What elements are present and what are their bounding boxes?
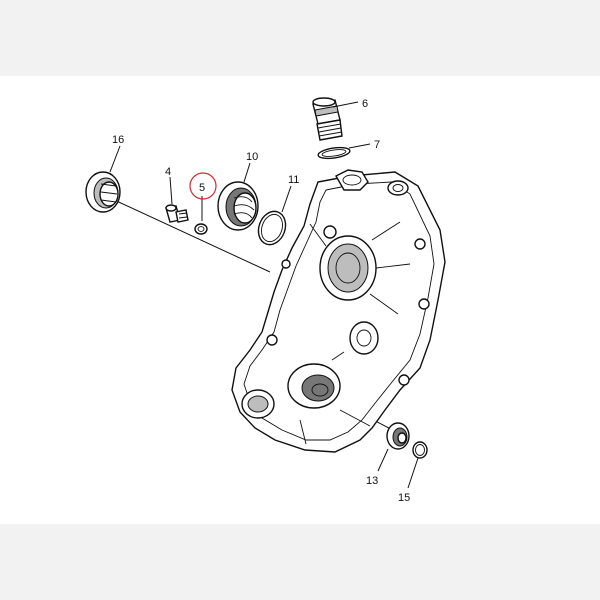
part-6-filler-cap bbox=[312, 97, 343, 141]
callout-16: 16 bbox=[112, 134, 124, 146]
leader-11 bbox=[281, 185, 292, 213]
leader-7 bbox=[348, 143, 371, 149]
part-5-washer bbox=[194, 223, 208, 235]
leader-13 bbox=[377, 448, 389, 472]
callout-15: 15 bbox=[398, 492, 410, 504]
callout-5: 5 bbox=[199, 182, 205, 194]
part-11-o-ring bbox=[257, 210, 287, 246]
crankcase-cover bbox=[231, 169, 446, 453]
part-16-cap bbox=[85, 171, 121, 213]
callout-7: 7 bbox=[374, 139, 380, 151]
leader-16 bbox=[109, 145, 121, 173]
part-13-bearing bbox=[386, 422, 410, 450]
part-10-housing bbox=[217, 181, 259, 231]
leader-4 bbox=[169, 176, 173, 205]
part-4-bolt bbox=[165, 204, 189, 223]
leader-15 bbox=[407, 457, 419, 489]
callout-6: 6 bbox=[362, 98, 368, 110]
leader-6 bbox=[332, 101, 359, 108]
highlight-circle-5 bbox=[189, 172, 217, 200]
callout-10: 10 bbox=[246, 151, 258, 163]
leader-10 bbox=[243, 162, 251, 183]
callout-4: 4 bbox=[165, 166, 171, 178]
top-margin bbox=[0, 0, 600, 76]
callout-11: 11 bbox=[288, 174, 299, 186]
assembly-axis-line bbox=[109, 197, 271, 273]
part-7-o-ring bbox=[317, 146, 351, 160]
callout-13: 13 bbox=[366, 475, 378, 487]
bottom-margin bbox=[0, 524, 600, 600]
